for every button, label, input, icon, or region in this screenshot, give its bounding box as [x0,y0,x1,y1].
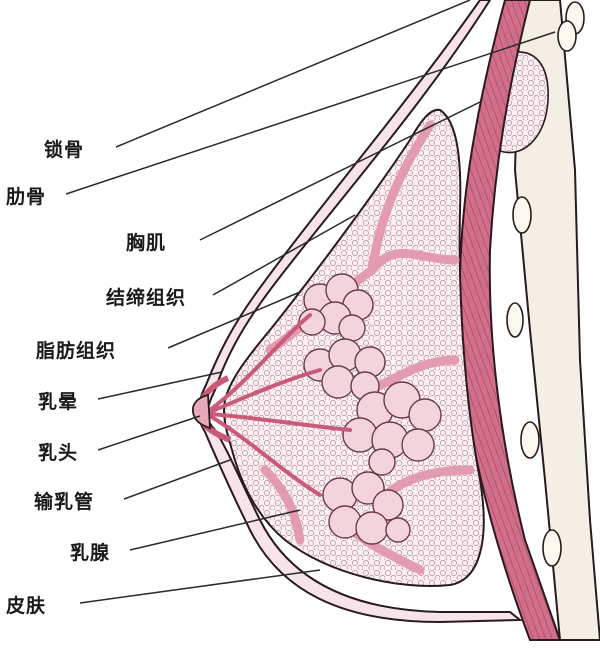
leader-gland [129,509,301,551]
pectoral-muscle-shape [458,0,562,641]
lobule-lower [322,471,411,545]
label-lactiferous-duct: 输乳管 [34,491,95,513]
rib-cross-section [520,421,540,459]
rib-cross-section [512,196,532,234]
label-areola: 乳晕 [38,391,79,413]
label-skin: 皮肤 [6,595,47,617]
gland-lobules [298,273,442,545]
lobule-large [342,381,442,476]
rib-cross-section [542,529,562,567]
leader-adipose [167,291,301,349]
label-rib: 肋骨 [6,186,47,208]
rib-cross-section [506,302,524,338]
label-nipple: 乳头 [38,442,79,464]
leader-skin [79,569,321,604]
label-connective-tissue: 结缔组织 [106,287,187,309]
lobule-upper [298,273,374,342]
nipple-shape [191,393,211,430]
rib-column [506,0,600,641]
skin-outline [197,0,523,624]
leader-rib [65,31,556,195]
leader-lines [65,0,556,604]
leader-nipple [97,415,201,451]
label-clavicle: 锁骨 [44,139,85,161]
leader-connective [212,214,356,296]
leader-areola [97,371,223,400]
leader-pectoral [199,101,481,241]
leader-clavicle [115,0,471,148]
label-adipose-tissue: 脂肪组织 [36,340,117,362]
lactiferous-ducts [208,313,352,497]
leader-duct [123,459,231,500]
label-pectoral-muscle: 胸肌 [126,232,167,254]
label-mammary-gland: 乳腺 [70,542,111,564]
rib-cross-section [557,20,577,52]
